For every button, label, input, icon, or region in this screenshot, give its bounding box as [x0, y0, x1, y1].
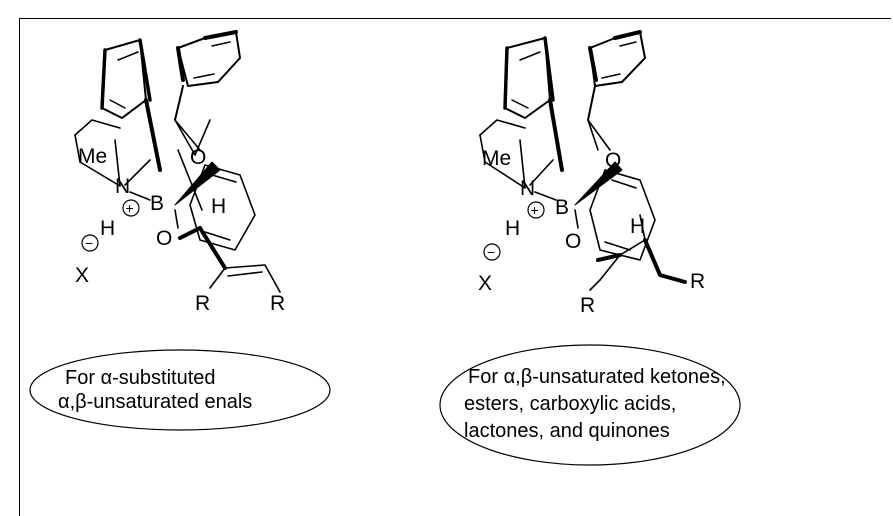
left-phenyl-ring [176, 30, 241, 87]
right-aromatic-ring [589, 169, 656, 261]
right-catalyst-complex [479, 30, 687, 291]
left-atom-N: N [115, 175, 130, 198]
right-atom-R2: R [690, 270, 705, 293]
left-atom-B: B [150, 192, 164, 215]
right-atom-X: X [478, 272, 492, 295]
right-atom-O-carbonyl: O [565, 230, 581, 253]
right-benzo-ring [503, 36, 555, 119]
right-caption-line1: For α,β-unsaturated ketones, [468, 366, 726, 388]
right-caption-line3: lactones, and quinones [464, 420, 670, 442]
left-pyrrolidine-ring [74, 119, 121, 187]
right-atom-labels: O B N Me H H O X R R + − [478, 147, 705, 317]
left-minus-charge [81, 234, 99, 252]
left-catalyst-complex [74, 30, 281, 293]
left-atom-O-carbonyl: O [156, 227, 172, 250]
right-minus-sign: − [487, 244, 495, 260]
left-caption-ellipse [29, 349, 331, 431]
right-atom-N: N [520, 177, 535, 200]
figure-frame [19, 18, 891, 516]
right-plus-sign: + [531, 202, 539, 218]
left-atom-H-N: H [100, 217, 115, 240]
left-plus-charge [122, 199, 140, 217]
left-plus-sign: + [126, 200, 134, 216]
left-aromatic-ring [189, 164, 256, 251]
right-atom-Me: Me [482, 147, 511, 170]
right-caption-ellipse [439, 344, 741, 466]
left-caption-line1: For α-substituted [65, 367, 216, 389]
right-phenyl-ring [588, 30, 646, 87]
right-atom-H-alkene: H [630, 215, 645, 238]
right-atom-H-N: H [505, 217, 520, 240]
left-atom-O-ring: O [190, 146, 206, 169]
left-atom-R1: R [195, 292, 210, 315]
left-atom-labels: O B N Me H H O X R R + − [75, 145, 285, 315]
right-atom-R1: R [580, 294, 595, 317]
left-atom-H-ald: H [211, 195, 226, 218]
left-caption-line2: α,β-unsaturated enals [58, 391, 252, 413]
left-benzo-ring [100, 38, 152, 119]
left-atom-R2: R [270, 292, 285, 315]
right-minus-charge [483, 243, 501, 261]
right-plus-charge [527, 201, 545, 219]
right-caption-line2: esters, carboxylic acids, [464, 393, 676, 415]
right-atom-B: B [555, 196, 569, 219]
right-atom-O-ring: O [605, 149, 621, 172]
left-minus-sign: − [85, 235, 93, 251]
right-pyrrolidine-ring [479, 119, 526, 189]
left-atom-X: X [75, 264, 89, 287]
left-atom-Me: Me [78, 145, 107, 168]
